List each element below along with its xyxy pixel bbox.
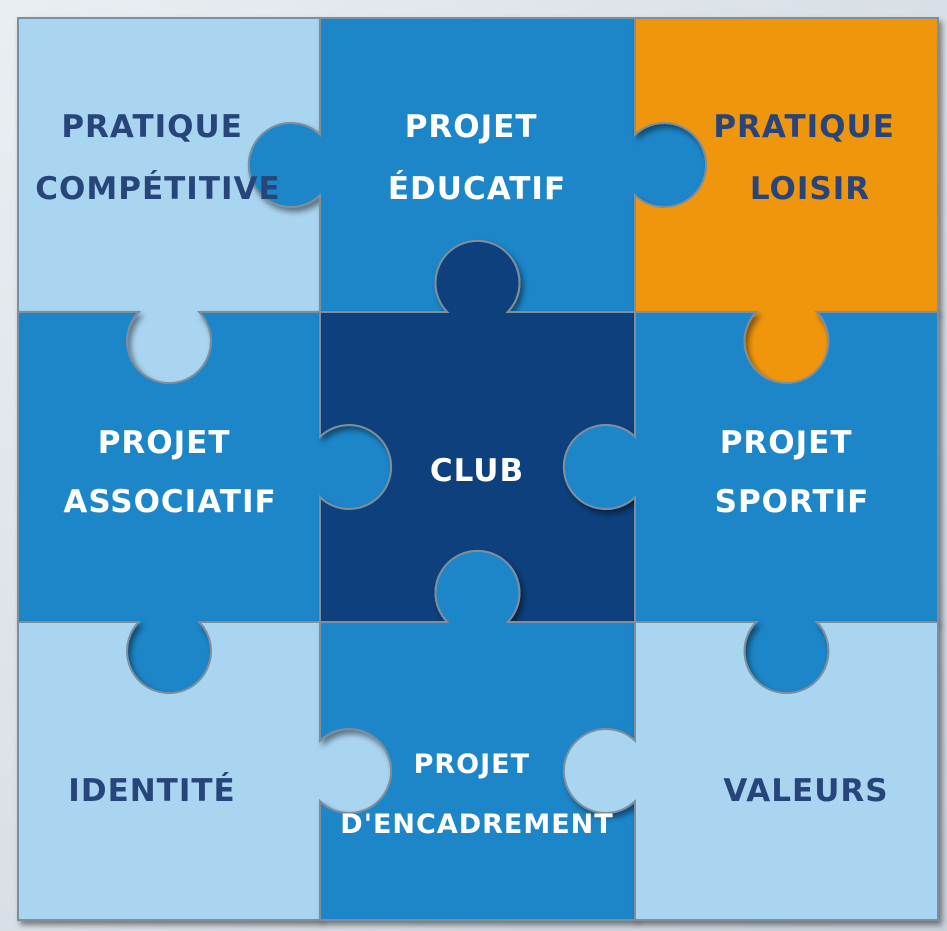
label-projet-associatif: PROJET ASSOCIATIF — [63, 425, 276, 520]
label-line: ÉDUCATIF — [388, 171, 566, 207]
label-pratique-loisir: PRATIQUE LOISIR — [713, 109, 906, 207]
label-line: D'ENCADREMENT — [340, 809, 613, 840]
label-line: PROJET — [405, 109, 538, 145]
label-line: PRATIQUE — [61, 109, 243, 145]
pieces-layer — [17, 17, 939, 921]
label-projet-educatif: PROJET ÉDUCATIF — [388, 109, 566, 207]
label-line: PRATIQUE — [713, 109, 895, 145]
label-line: CLUB — [430, 453, 524, 489]
label-line: PROJET — [414, 749, 530, 780]
label-line: LOISIR — [750, 171, 870, 207]
label-line: IDENTITÉ — [68, 773, 235, 809]
label-identite: IDENTITÉ — [68, 773, 235, 809]
label-projet-sportif: PROJET SPORTIF — [715, 425, 870, 520]
label-valeurs: VALEURS — [723, 773, 888, 809]
label-line: PROJET — [720, 425, 853, 461]
label-line: SPORTIF — [715, 484, 870, 520]
label-line: COMPÉTITIVE — [35, 171, 280, 207]
label-line: ASSOCIATIF — [63, 484, 276, 520]
piece-valeurs — [562, 621, 939, 921]
label-projet-encadrement: PROJET D'ENCADREMENT — [340, 749, 613, 840]
label-club: CLUB — [430, 453, 524, 489]
label-pratique-competitive: PRATIQUE COMPÉTITIVE — [35, 109, 280, 207]
label-line: PROJET — [98, 425, 231, 461]
label-line: VALEURS — [723, 773, 888, 809]
